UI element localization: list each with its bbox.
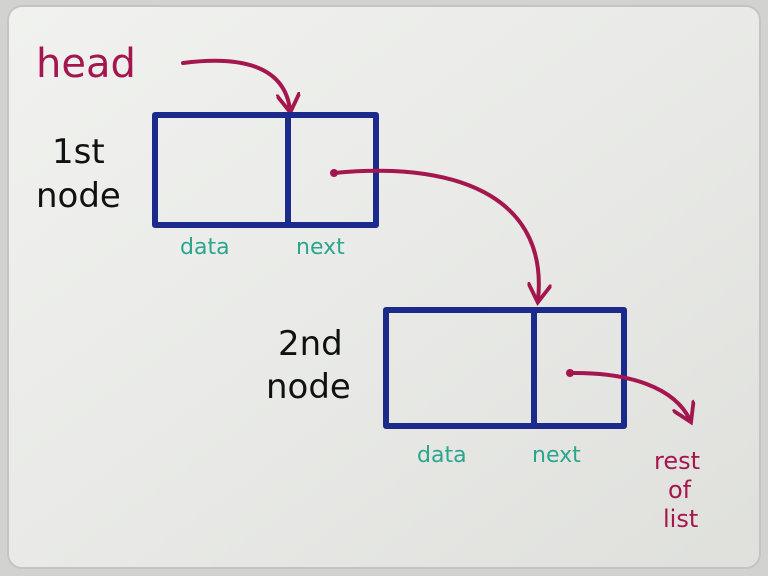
node2-label-line1: 2nd — [278, 324, 343, 364]
node2-to-rest-arrow — [568, 370, 690, 420]
node2-box — [383, 307, 627, 429]
node1-data-label: data — [180, 235, 230, 260]
rest-of-list-line3: list — [663, 505, 698, 533]
node1-label-line1: 1st — [52, 132, 105, 172]
node1-label-line2: node — [36, 176, 121, 216]
node2-next-label: next — [532, 443, 581, 468]
rest-of-list-line2: of — [668, 476, 692, 504]
node2-data-label: data — [417, 443, 467, 468]
rest-of-list-line1: rest — [654, 447, 700, 475]
head-pointer-arrow — [181, 58, 290, 110]
head-label: head — [36, 41, 136, 87]
node1-next-label: next — [296, 235, 345, 260]
board-surface — [7, 5, 761, 569]
node2-label-line2: node — [266, 367, 351, 407]
node2-outline — [383, 307, 627, 429]
node1-to-node2-arrow — [332, 168, 539, 300]
